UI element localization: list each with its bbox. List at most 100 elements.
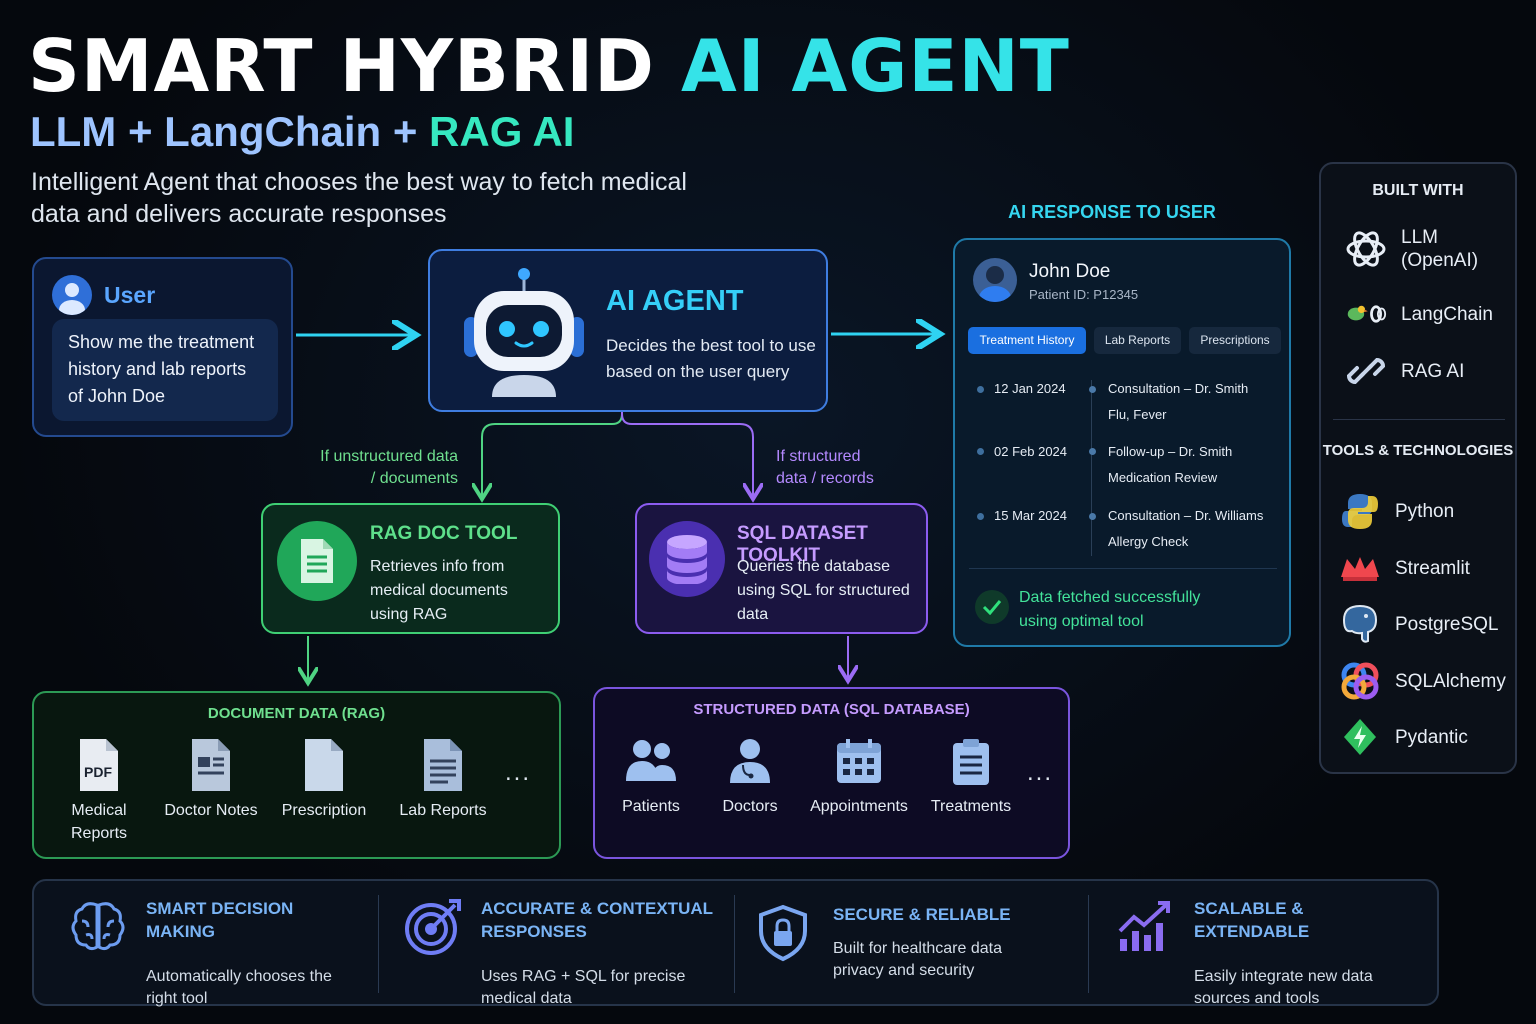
db-item-label: Patients (622, 798, 680, 815)
growth-chart-icon (1118, 901, 1170, 951)
tool-pydantic: Pydantic (1339, 716, 1468, 758)
success-check-icon (975, 590, 1009, 624)
ai-agent-card: AI AGENT Decides the best tool to use ba… (428, 249, 828, 412)
tool-python: Python (1339, 490, 1454, 532)
unstructured-branch-label: If unstructured data / documents (320, 448, 458, 487)
tool-postgresql: PostgreSQL (1339, 603, 1499, 645)
tool-streamlit: Streamlit (1339, 547, 1470, 589)
brain-icon (71, 902, 125, 951)
pdf-file-icon: PDF (80, 739, 118, 791)
sqlalchemy-icon (1339, 660, 1381, 702)
tab-prescriptions[interactable]: Prescriptions (1189, 327, 1281, 354)
built-with-langchain: LangChain (1345, 293, 1493, 335)
structured-branch-label: If structured data / records (776, 448, 874, 487)
sql-dataset-toolkit-card: SQL DATASET TOOLKIT Queries the database… (635, 503, 928, 634)
timeline-dot (1089, 448, 1096, 455)
db-item-label: Treatments (930, 798, 1012, 815)
ai-response-card: John Doe Patient ID: P12345 Treatment Hi… (953, 238, 1291, 647)
tool-label: Pydantic (1395, 726, 1468, 748)
prescription-file-icon (305, 739, 343, 791)
doc-item-prescription: Prescription (274, 737, 374, 822)
history-date: 02 Feb 2024 (994, 444, 1068, 459)
sql-tool-description: Queries the database using SQL for struc… (737, 558, 910, 623)
subtitle-part2: RAG AI (429, 108, 575, 155)
feature-description: Uses RAG + SQL for precise medical data (481, 968, 686, 1007)
feature-title: SECURE & RELIABLE (833, 905, 1011, 924)
rag-tool-title: RAG DOC TOOL (370, 523, 518, 544)
tab-treatment-history[interactable]: Treatment History (968, 327, 1086, 354)
user-avatar-icon (52, 275, 92, 315)
user-card: User Show me the treatment history and l… (32, 257, 293, 437)
document-data-panel: DOCUMENT DATA (RAG) PDF Medical Reports … (32, 691, 561, 859)
doc-item-lab-reports: Lab Reports (393, 737, 493, 822)
pydantic-bolt-icon (1339, 716, 1381, 758)
document-icon (277, 521, 357, 601)
built-with-llm: LLM (OpenAI) (1345, 226, 1491, 272)
rag-doc-tool-card: RAG DOC TOOL Retrieves info from medical… (261, 503, 560, 634)
robot-icon (464, 268, 584, 397)
history-detail: Allergy Check (1108, 534, 1189, 549)
tool-sqlalchemy: SQLAlchemy (1339, 660, 1506, 702)
built-with-rag: RAG AI (1345, 350, 1464, 392)
structured-data-panel: STRUCTURED DATA (SQL DATABASE) Patients … (593, 687, 1070, 859)
target-icon (405, 899, 461, 955)
feature-title: SMART DECISION MAKING (146, 899, 294, 941)
tool-label: Python (1395, 500, 1455, 522)
structured-data-title: STRUCTURED DATA (SQL DATABASE) (693, 701, 970, 718)
built-with-label: RAG AI (1401, 360, 1465, 382)
doc-item-medical-reports: PDF Medical Reports (49, 737, 149, 845)
db-item-doctors: Doctors (700, 737, 800, 818)
built-with-label: LLM (OpenAI) (1401, 227, 1479, 271)
feature-divider (378, 895, 379, 993)
user-query-bubble: Show me the treatment history and lab re… (52, 319, 278, 421)
notes-file-icon (192, 739, 230, 791)
document-data-title: DOCUMENT DATA (RAG) (207, 705, 386, 722)
calendar-icon (837, 739, 881, 783)
patient-avatar-icon (973, 258, 1017, 302)
user-label: User (104, 281, 156, 308)
built-with-divider (1333, 419, 1505, 420)
agent-to-sql-arrow (621, 402, 753, 497)
timeline-dot (1089, 513, 1096, 520)
agent-to-rag-arrow (482, 402, 623, 497)
status-message: Data fetched successfully using optimal … (1019, 589, 1201, 630)
db-item-label: Appointments (810, 798, 908, 815)
feature-title: SCALABLE & EXTENDABLE (1194, 899, 1310, 941)
db-item-treatments: Treatments (921, 737, 1021, 818)
tools-title: TOOLS & TECHNOLOGIES (1322, 442, 1514, 459)
db-item-patients: Patients (601, 737, 701, 818)
response-heading: AI RESPONSE TO USER (1008, 202, 1216, 222)
subtitle: LLM + LangChain + RAG AI (30, 108, 574, 156)
title-part1: SMART HYBRID (28, 24, 655, 108)
timeline-dot (977, 513, 984, 520)
built-with-title: BUILT WITH (1372, 182, 1464, 199)
timeline-dot (977, 386, 984, 393)
user-header: User (52, 275, 155, 315)
built-with-panel: BUILT WITH LLM (OpenAI) LangChain RAG AI… (1319, 162, 1517, 774)
db-item-label: Doctors (722, 798, 778, 815)
history-date: 12 Jan 2024 (994, 381, 1066, 396)
tab-lab-reports[interactable]: Lab Reports (1094, 327, 1181, 354)
rag-tool-description: Retrieves info from medical documents us… (370, 558, 508, 623)
langchain-parrot-icon (1345, 293, 1387, 335)
tool-label: Streamlit (1395, 557, 1470, 579)
history-detail: Medication Review (1108, 470, 1218, 485)
feature-divider (734, 895, 735, 993)
history-event: Follow-up – Dr. Smith (1108, 444, 1233, 459)
sql-tool-title: SQL DATASET TOOLKIT (737, 523, 868, 566)
timeline-line (1091, 380, 1092, 556)
doc-item-doctor-notes: Doctor Notes (161, 737, 261, 822)
lab-report-file-icon (424, 739, 462, 791)
main-title: SMART HYBRID AI AGENT (28, 26, 1070, 106)
feature-divider (1088, 895, 1089, 993)
built-with-label: LangChain (1401, 303, 1493, 325)
history-date: 15 Mar 2024 (994, 508, 1067, 523)
feature-title: ACCURATE & CONTEXTUAL RESPONSES (481, 899, 713, 941)
patient-id: Patient ID: P12345 (1029, 287, 1139, 302)
database-icon (649, 521, 725, 597)
history-event: Consultation – Dr. Smith (1108, 381, 1249, 396)
timeline-dot (1089, 386, 1096, 393)
doc-more-ellipsis: ... (505, 759, 532, 786)
doctor-icon (730, 739, 770, 783)
